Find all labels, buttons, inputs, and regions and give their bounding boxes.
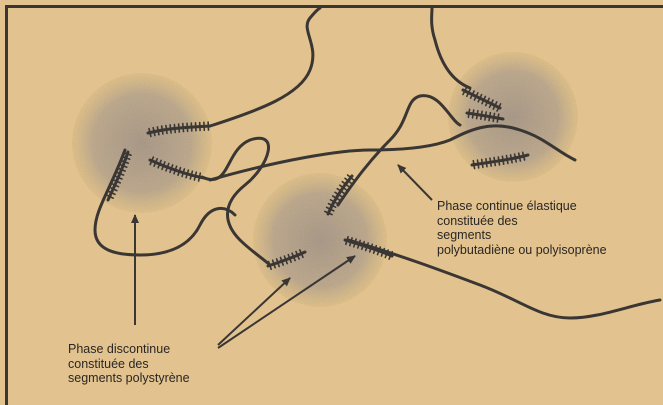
polystyrene-bristle <box>187 123 188 131</box>
continuous-phase-line: constituée des <box>437 214 607 229</box>
discontinuous-phase-line: segments polystyrène <box>68 371 190 386</box>
polystyrene-bristle <box>174 125 175 133</box>
elastic-chain-top-left <box>210 8 320 126</box>
polystyrene-bristle <box>486 159 487 167</box>
polystyrene-bristle <box>170 125 171 133</box>
polystyrene-domain-left <box>72 73 212 213</box>
continuous-phase-line: Phase continue élastique <box>437 199 607 214</box>
continuous-phase-line: segments <box>437 228 607 243</box>
continuous-phase-label: Phase continue élastique constituée des … <box>437 199 607 257</box>
arrow-to-center-domain-a <box>218 278 290 345</box>
polystyrene-domain-right <box>448 52 578 182</box>
polystyrene-bristle <box>179 124 180 132</box>
discontinuous-phase-label: Phase discontinue constituée des segment… <box>68 342 190 386</box>
discontinuous-phase-line: constituée des <box>68 357 190 372</box>
continuous-phase-line: polybutadiène ou polyisoprène <box>437 243 607 258</box>
arrow-to-continuous-phase <box>398 165 432 200</box>
polystyrene-bristle <box>183 124 184 132</box>
polystyrene-bristle <box>166 126 167 134</box>
discontinuous-phase-line: Phase discontinue <box>68 342 190 357</box>
polystyrene-bristle <box>191 123 192 131</box>
polystyrene-domain-center <box>253 173 387 307</box>
polystyrene-bristle <box>196 123 197 131</box>
